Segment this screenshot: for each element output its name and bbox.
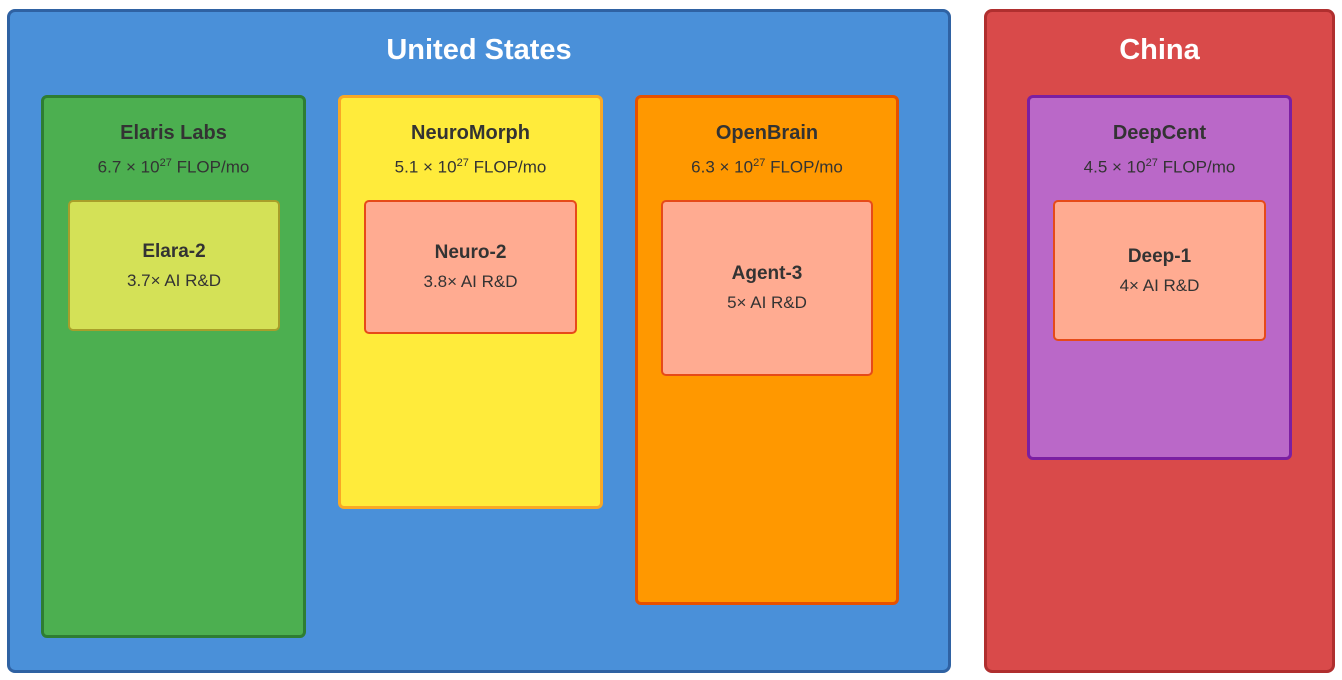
model-name: Agent-3 — [731, 263, 803, 284]
model-name: Deep-1 — [1127, 245, 1192, 267]
lab-compute: 4.5 × 1027 FLOP/mo — [1083, 157, 1236, 177]
lab-name: OpenBrain — [715, 122, 819, 144]
lab-name: DeepCent — [1112, 122, 1207, 144]
model-rd-multiplier: 3.8× AI R&D — [423, 272, 518, 291]
lab-elaris-labs: Elaris Labs 6.7 × 1027 FLOP/mo — [41, 95, 306, 638]
region-title: China — [1119, 34, 1200, 66]
lab-name: Elaris Labs — [120, 122, 227, 144]
model-name: Neuro-2 — [434, 242, 507, 263]
lab-compute: 6.7 × 1027 FLOP/mo — [97, 157, 250, 177]
model-rd-multiplier: 3.7× AI R&D — [126, 270, 222, 290]
lab-compute: 5.1 × 1027 FLOP/mo — [394, 157, 547, 177]
lab-compute: 6.3 × 1027 FLOP/mo — [691, 157, 843, 177]
model-agent-3: Agent-3 5× AI R&D — [661, 200, 873, 376]
lab-name: NeuroMorph — [411, 122, 530, 144]
model-rd-multiplier: 5× AI R&D — [727, 293, 807, 312]
model-name: Elara-2 — [142, 240, 206, 262]
model-deep-1: Deep-1 4× AI R&D — [1053, 200, 1266, 341]
region-title: United States — [386, 34, 572, 66]
model-elara-2: Elara-2 3.7× AI R&D — [68, 200, 280, 331]
model-neuro-2: Neuro-2 3.8× AI R&D — [364, 200, 577, 334]
model-rd-multiplier: 4× AI R&D — [1119, 275, 1200, 295]
